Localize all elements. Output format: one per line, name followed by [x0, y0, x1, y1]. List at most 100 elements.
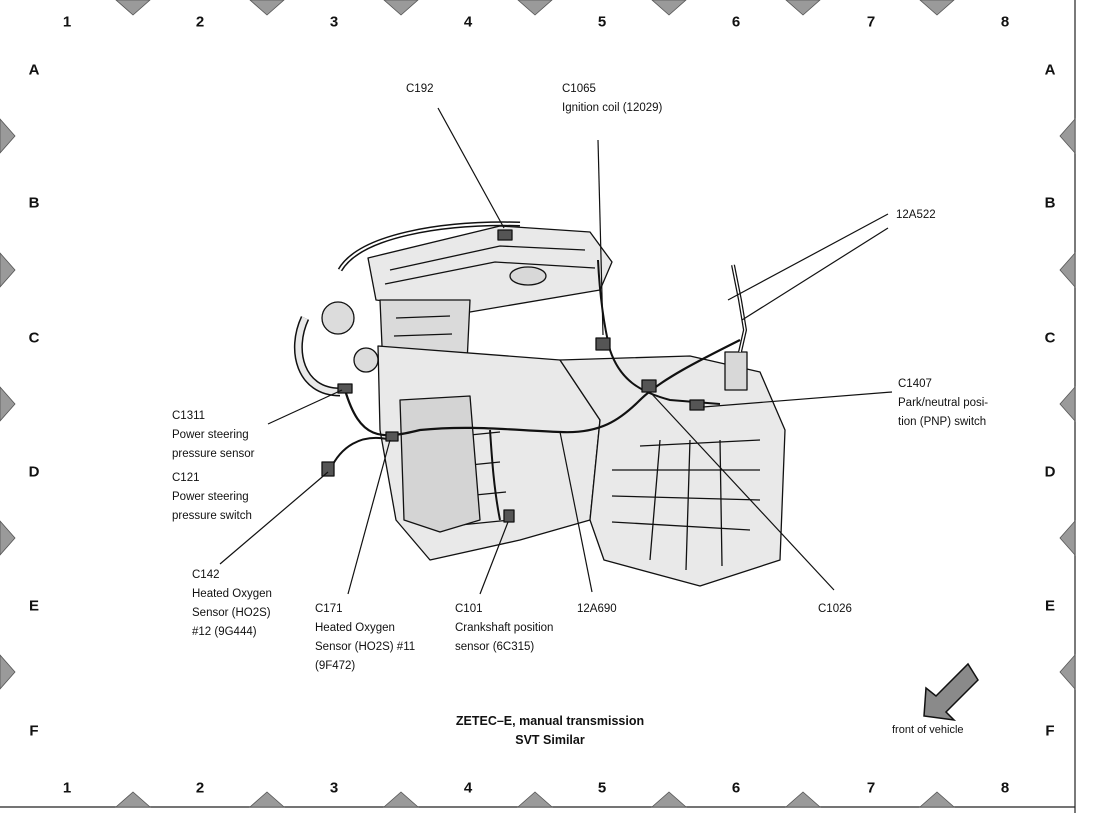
- grid-col-label: 4: [463, 779, 473, 797]
- callout-c101: C101 Crankshaft position sensor (6C315): [455, 600, 553, 657]
- callout-line: C1311: [172, 410, 206, 422]
- front-of-vehicle-label: front of vehicle: [892, 724, 964, 736]
- transmission-rib: [611, 439, 761, 531]
- shift-tower: [724, 351, 748, 391]
- leader-c171: [347, 439, 391, 595]
- registration-marker: [516, 791, 554, 808]
- callout-12a690: 12A690: [577, 600, 617, 619]
- registration-marker: [1059, 653, 1076, 691]
- grid-col-label: 3: [329, 779, 339, 797]
- callout-line: #12 (9G444): [192, 626, 257, 638]
- callout-line: 12A690: [577, 603, 617, 615]
- grid-row-label: D: [28, 463, 40, 481]
- callout-c1311: C1311 Power steering pressure sensor: [172, 407, 254, 464]
- registration-marker: [785, 0, 821, 16]
- grid-row-label: F: [29, 722, 39, 740]
- callout-c171: C171 Heated Oxygen Sensor (HO2S) #11 (9F…: [315, 600, 415, 676]
- registration-marker: [114, 791, 152, 808]
- transmission-rib: [649, 439, 723, 571]
- leader-c101: [479, 521, 509, 595]
- callout-line: C1065: [562, 83, 596, 95]
- grid-col-label: 5: [597, 779, 607, 797]
- leader-12a690: [559, 431, 593, 593]
- callout-line: Ignition coil (12029): [562, 102, 663, 114]
- grid-col-label: 1: [62, 13, 72, 31]
- callout-line: C1407: [898, 378, 932, 390]
- leader-c142: [219, 471, 329, 565]
- callout-line: Heated Oxygen: [315, 622, 395, 634]
- caption-line-1: ZETEC–E, manual transmission: [455, 714, 645, 728]
- registration-marker: [1059, 519, 1076, 557]
- leader-c1026: [649, 391, 835, 591]
- registration-marker: [0, 386, 16, 422]
- grid-row-label: D: [1044, 463, 1056, 481]
- grid-row-label: E: [28, 597, 40, 615]
- registration-marker: [1059, 251, 1076, 289]
- dipstick-tube: [732, 264, 746, 353]
- grid-row-label: B: [1044, 194, 1056, 212]
- callout-line: C1026: [818, 603, 852, 615]
- grid-col-label: 8: [1000, 779, 1010, 797]
- registration-marker: [1059, 117, 1076, 155]
- grid-row-label: E: [1044, 597, 1056, 615]
- callout-line: sensor (6C315): [455, 641, 535, 653]
- registration-marker: [1059, 385, 1076, 423]
- grid-col-label: 3: [329, 13, 339, 31]
- registration-marker: [650, 791, 688, 808]
- callout-line: Power steering: [172, 429, 249, 441]
- callout-line: (9F472): [315, 660, 356, 672]
- cam-cover-ridge: [384, 261, 596, 285]
- registration-markers: [0, 0, 1076, 808]
- callout-c192: C192: [406, 80, 434, 99]
- registration-marker: [918, 791, 956, 808]
- leader-c192: [437, 107, 505, 229]
- connector: [497, 229, 513, 241]
- registration-marker: [784, 791, 822, 808]
- front-arrow-icon: [923, 662, 979, 722]
- grid-col-label: 5: [597, 13, 607, 31]
- leader-c1407: [702, 391, 893, 408]
- leader-lines: [219, 107, 893, 595]
- callout-line: C121: [172, 472, 200, 484]
- callout-line: pressure switch: [172, 510, 252, 522]
- pulley: [353, 347, 379, 373]
- coolant-hose: [295, 316, 341, 395]
- registration-marker: [919, 0, 955, 16]
- grid-col-label: 1: [62, 779, 72, 797]
- registration-marker: [115, 0, 151, 16]
- grid-col-label: 2: [195, 779, 205, 797]
- grid-col-label: 7: [866, 13, 876, 31]
- registration-marker: [248, 791, 286, 808]
- grid-col-label: 6: [731, 779, 741, 797]
- callout-line: Sensor (HO2S): [192, 607, 271, 619]
- connector: [595, 337, 611, 351]
- registration-marker: [0, 654, 16, 690]
- grid-row-label: A: [28, 61, 40, 79]
- callout-line: Power steering: [172, 491, 249, 503]
- grid-row-label: C: [28, 329, 40, 347]
- callout-c142: C142 Heated Oxygen Sensor (HO2S) #12 (9G…: [192, 566, 272, 642]
- registration-marker: [651, 0, 687, 16]
- grid-col-label: 8: [1000, 13, 1010, 31]
- connector: [385, 431, 399, 442]
- intake-tube: [339, 222, 521, 271]
- registration-marker: [0, 520, 16, 556]
- registration-marker: [382, 791, 420, 808]
- callout-line: tion (PNP) switch: [898, 416, 987, 428]
- callout-c1407: C1407 Park/neutral posi- tion (PNP) swit…: [898, 375, 988, 432]
- exhaust-manifold: [399, 395, 481, 533]
- grid-row-label: C: [1044, 329, 1056, 347]
- cam-cover-ridge: [389, 245, 586, 271]
- registration-marker: [383, 0, 419, 16]
- diagram-caption: ZETEC–E, manual transmission SVT Similar: [400, 712, 700, 750]
- grid-col-label: 7: [866, 779, 876, 797]
- grid-row-label: B: [28, 194, 40, 212]
- callout-c121: C121 Power steering pressure switch: [172, 469, 252, 526]
- grid-col-label: 4: [463, 13, 473, 31]
- registration-marker: [249, 0, 285, 16]
- callout-line: pressure sensor: [172, 448, 255, 460]
- registration-marker: [517, 0, 553, 16]
- callout-line: Crankshaft position: [455, 622, 554, 634]
- callout-c1026: C1026: [818, 600, 852, 619]
